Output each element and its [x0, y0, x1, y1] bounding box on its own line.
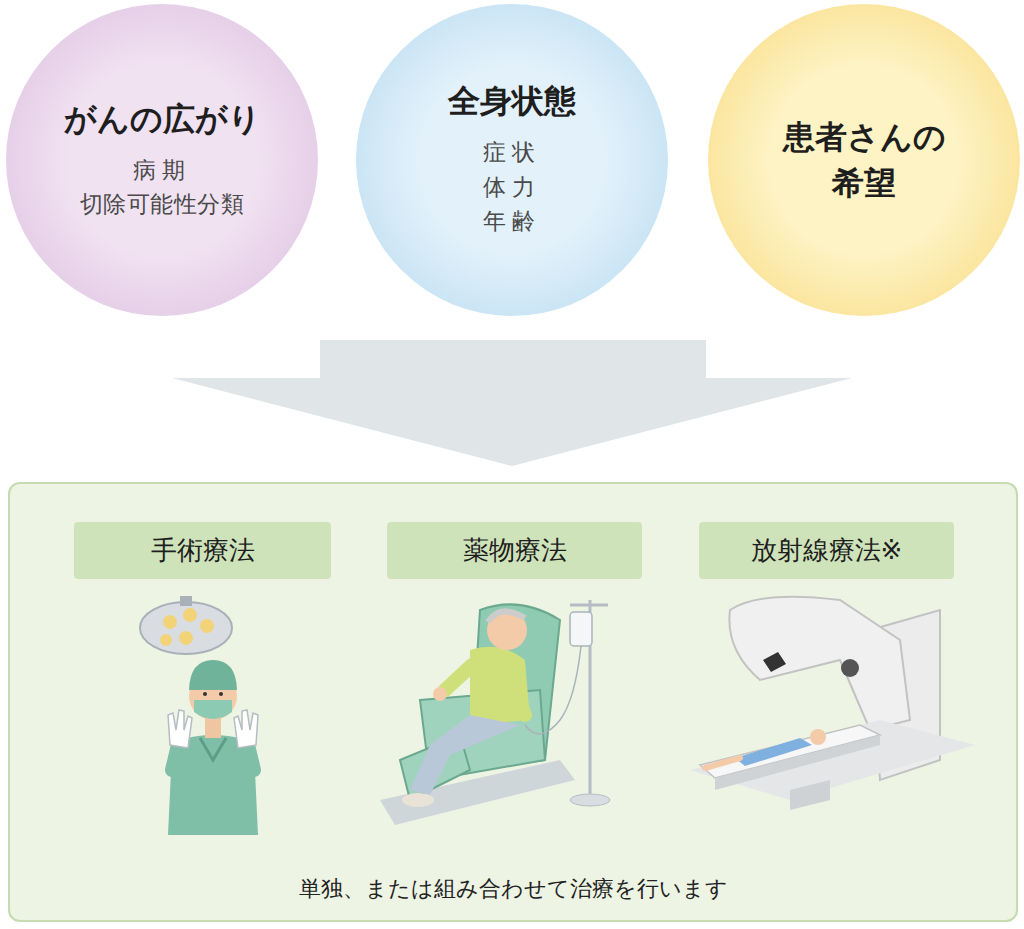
block-arrow — [172, 340, 852, 466]
node-text: 体力 — [483, 170, 541, 205]
treatment-label: 手術療法 — [74, 522, 331, 579]
criteria-circle: 全身状態症状体力年齢 — [356, 4, 668, 316]
node-text: 薬物療法 — [463, 533, 567, 568]
node-text: 切除可能性分類 — [80, 187, 244, 222]
node-text: 患者さんの 希望 — [779, 114, 949, 207]
node-text: 手術療法 — [151, 533, 255, 568]
radiotherapy-illustration — [690, 597, 975, 810]
node-text: がんの広がり — [64, 99, 261, 139]
node-text: 全身状態 — [448, 81, 576, 121]
treatment-label: 放射線療法※ — [699, 522, 954, 579]
node-text: 単独、または組み合わせて治療を行います — [10, 874, 1016, 904]
infusion-illustration — [380, 600, 610, 825]
circle-fill — [356, 4, 668, 316]
node-text: 症状 — [483, 135, 541, 170]
criteria-circle: 患者さんの 希望 — [708, 4, 1020, 316]
panel-fill — [8, 482, 1018, 922]
treatment-panel: 単独、または組み合わせて治療を行います 手術療法 薬物療法 放射線療法※ — [8, 482, 1018, 922]
surgeon-illustration — [140, 596, 258, 835]
node-text: 病期 — [133, 153, 191, 188]
node-text: 放射線療法※ — [751, 533, 903, 568]
treatment-label: 薬物療法 — [387, 522, 642, 579]
node-text: 年齢 — [483, 204, 541, 239]
criteria-circle: がんの広がり病期切除可能性分類 — [6, 4, 318, 316]
circle-fill — [708, 4, 1020, 316]
circle-fill — [6, 4, 318, 316]
